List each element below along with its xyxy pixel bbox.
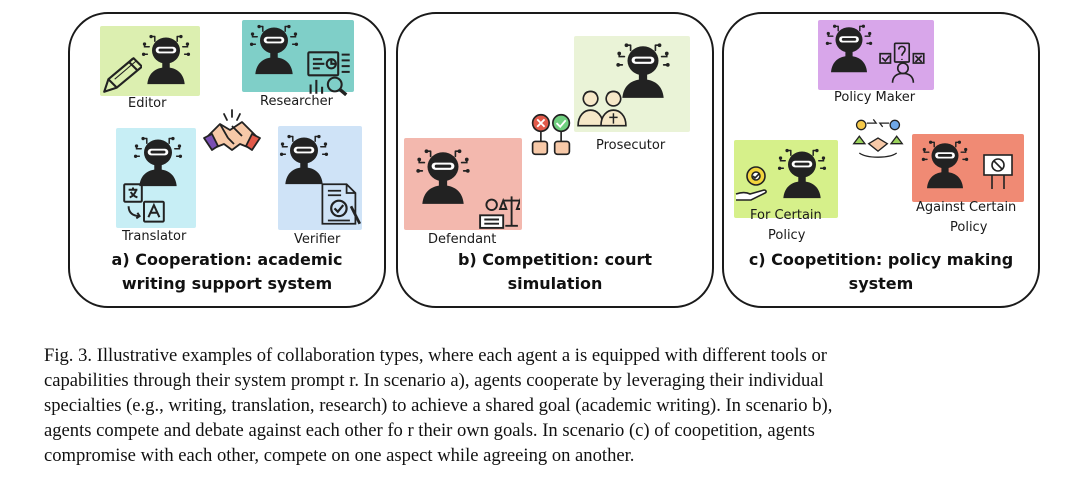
handshake-icon xyxy=(202,106,262,160)
prosecutor-label: Prosecutor xyxy=(596,138,666,153)
verified-document-icon xyxy=(318,180,362,228)
editor-label: Editor xyxy=(128,96,167,111)
caption-line: compromise with each other, compete on o… xyxy=(44,445,635,466)
protest-sign-icon xyxy=(978,150,1018,192)
policy-maker-label: Policy Maker xyxy=(834,90,916,105)
panel-title-line1: b) Competition: court xyxy=(457,250,653,269)
researcher-tile xyxy=(242,20,354,92)
panel-title-line1: a) Cooperation: academic xyxy=(111,250,343,269)
judge-icon xyxy=(576,86,628,128)
panel-cooperation: Editor Researcher Translator Verifier a)… xyxy=(68,12,386,308)
panel-title-line1: c) Coopetition: policy making xyxy=(748,250,1014,269)
panel-title-line2: system xyxy=(848,274,914,293)
caption-line: agents compete and debate against each o… xyxy=(44,420,815,441)
vote-paddles-icon xyxy=(528,112,574,158)
panel-competition: Prosecutor Defendant b) Competition: cou… xyxy=(396,12,714,308)
chart-magnifier-icon xyxy=(306,50,352,96)
caption-line: Fig. 3. Illustrative examples of collabo… xyxy=(44,345,827,366)
policy-maker-tile xyxy=(818,20,934,90)
pencil-icon xyxy=(100,54,142,96)
robot-agent-icon xyxy=(246,18,302,78)
verifier-label: Verifier xyxy=(294,232,341,247)
panel-title-line2: simulation xyxy=(507,274,603,293)
panel-title-line2: writing support system xyxy=(121,274,333,293)
scales-icon xyxy=(478,188,520,230)
gear-hand-icon xyxy=(734,162,774,202)
caption-line: capabilities through their system prompt… xyxy=(44,370,824,391)
against-policy-label-line1: Against Certain xyxy=(916,200,1017,215)
defendant-label: Defendant xyxy=(428,232,497,247)
translator-label: Translator xyxy=(122,229,187,244)
panel-coopetition: Policy Maker For Certain Policy Against … xyxy=(722,12,1040,308)
caption-line: specialties (e.g., writing, translation,… xyxy=(44,395,833,416)
robot-agent-icon xyxy=(412,142,474,208)
policy-icon xyxy=(878,40,930,84)
robot-agent-icon xyxy=(918,134,972,192)
robot-agent-icon xyxy=(774,142,830,202)
robot-agent-icon xyxy=(138,28,194,88)
robot-agent-icon xyxy=(822,18,876,76)
for-policy-label-line2: Policy xyxy=(768,228,806,243)
policy-cycle-icon xyxy=(850,114,906,164)
against-policy-label-line2: Policy xyxy=(950,220,988,235)
robot-agent-icon xyxy=(276,128,332,188)
for-policy-label-line1: For Certain xyxy=(750,208,822,223)
robot-agent-icon xyxy=(130,130,186,190)
translate-icon xyxy=(122,182,166,226)
researcher-label: Researcher xyxy=(260,94,333,109)
figure-caption: Fig. 3. Illustrative examples of collabo… xyxy=(44,343,1054,468)
